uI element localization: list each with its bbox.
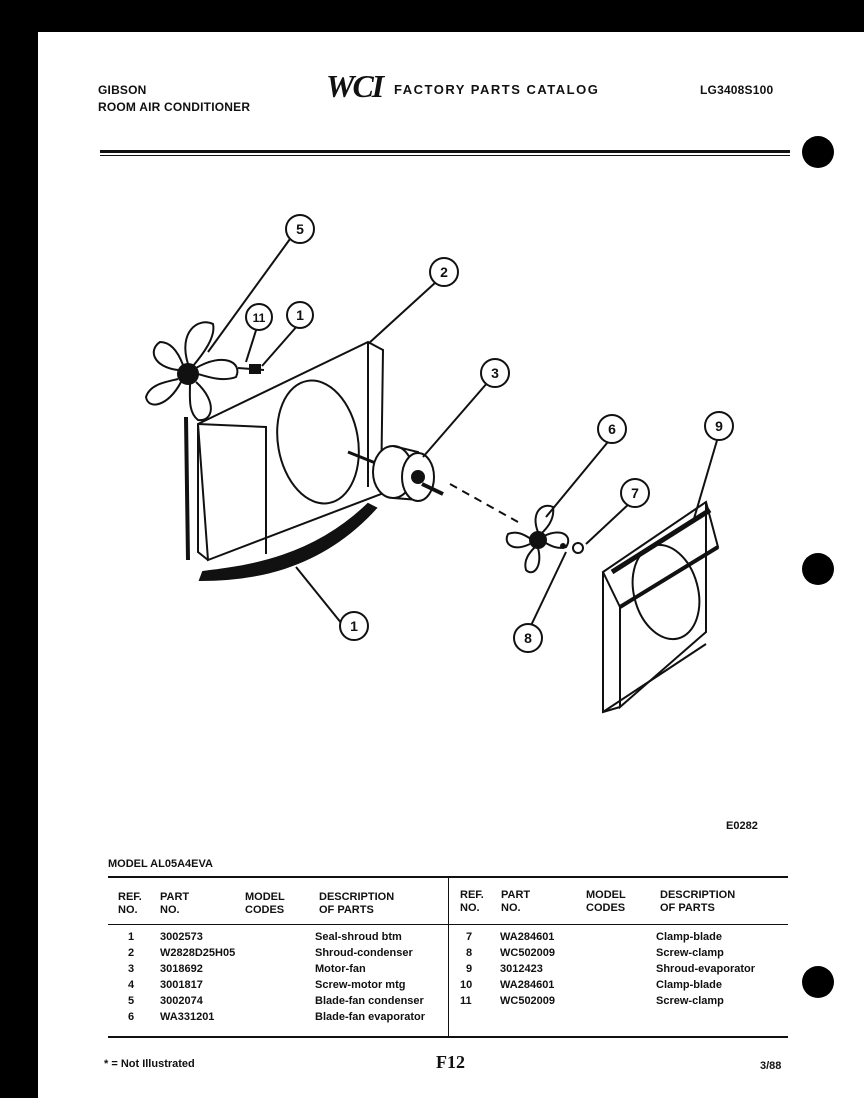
catalog-number: LG3408S100 xyxy=(700,83,774,97)
blade-clamp xyxy=(572,542,584,554)
brand-name: GIBSON xyxy=(98,83,147,97)
page-number: F12 xyxy=(436,1052,465,1072)
catalog-title: FACTORY PARTS CATALOG xyxy=(394,82,600,97)
footer-note: * = Not Illustrated xyxy=(104,1058,195,1070)
binder-hole-top xyxy=(802,136,834,168)
callout-9: 9 xyxy=(715,418,723,434)
callout-5: 5 xyxy=(296,221,304,237)
callout-2: 2 xyxy=(440,264,448,280)
callout-1-bottom: 1 xyxy=(350,618,358,634)
callout-1-top: 1 xyxy=(296,307,304,323)
condenser-fan-blade xyxy=(144,321,239,422)
product-name: ROOM AIR CONDITIONER xyxy=(98,100,251,114)
table-bottom-rule xyxy=(108,1036,788,1038)
binder-hole-middle xyxy=(802,553,834,585)
exploded-parts-diagram: 5 2 11 1 3 6 9 7 1 8 xyxy=(144,214,734,714)
table-divider xyxy=(448,876,449,1036)
wci-logo: WCI xyxy=(326,68,384,104)
shroud-seal-bottom xyxy=(198,502,378,582)
condenser-shroud xyxy=(184,340,385,562)
binder-hole-bottom xyxy=(802,966,834,998)
revision-date: 3/88 xyxy=(760,1060,782,1072)
header-rule xyxy=(100,150,790,153)
evaporator-shroud xyxy=(601,500,720,714)
header-rule-thin xyxy=(100,155,790,156)
col-ref-header: REF.NO. xyxy=(118,891,142,916)
catalog-page: GIBSON ROOM AIR CONDITIONER WCI FACTORY … xyxy=(38,32,864,1098)
callout-11: 11 xyxy=(253,311,266,325)
evaporator-fan-blade xyxy=(505,504,570,574)
diagram-code: E0282 xyxy=(726,820,758,832)
clamp-screw xyxy=(560,543,566,549)
callout-7: 7 xyxy=(631,485,639,501)
callout-8: 8 xyxy=(524,630,532,646)
callout-3: 3 xyxy=(491,365,499,381)
model-line: MODEL AL05A4EVA xyxy=(108,858,213,870)
callout-6: 6 xyxy=(608,421,616,437)
col-ref-header-right: REF.NO. xyxy=(460,889,484,914)
fan-motor xyxy=(347,445,519,523)
